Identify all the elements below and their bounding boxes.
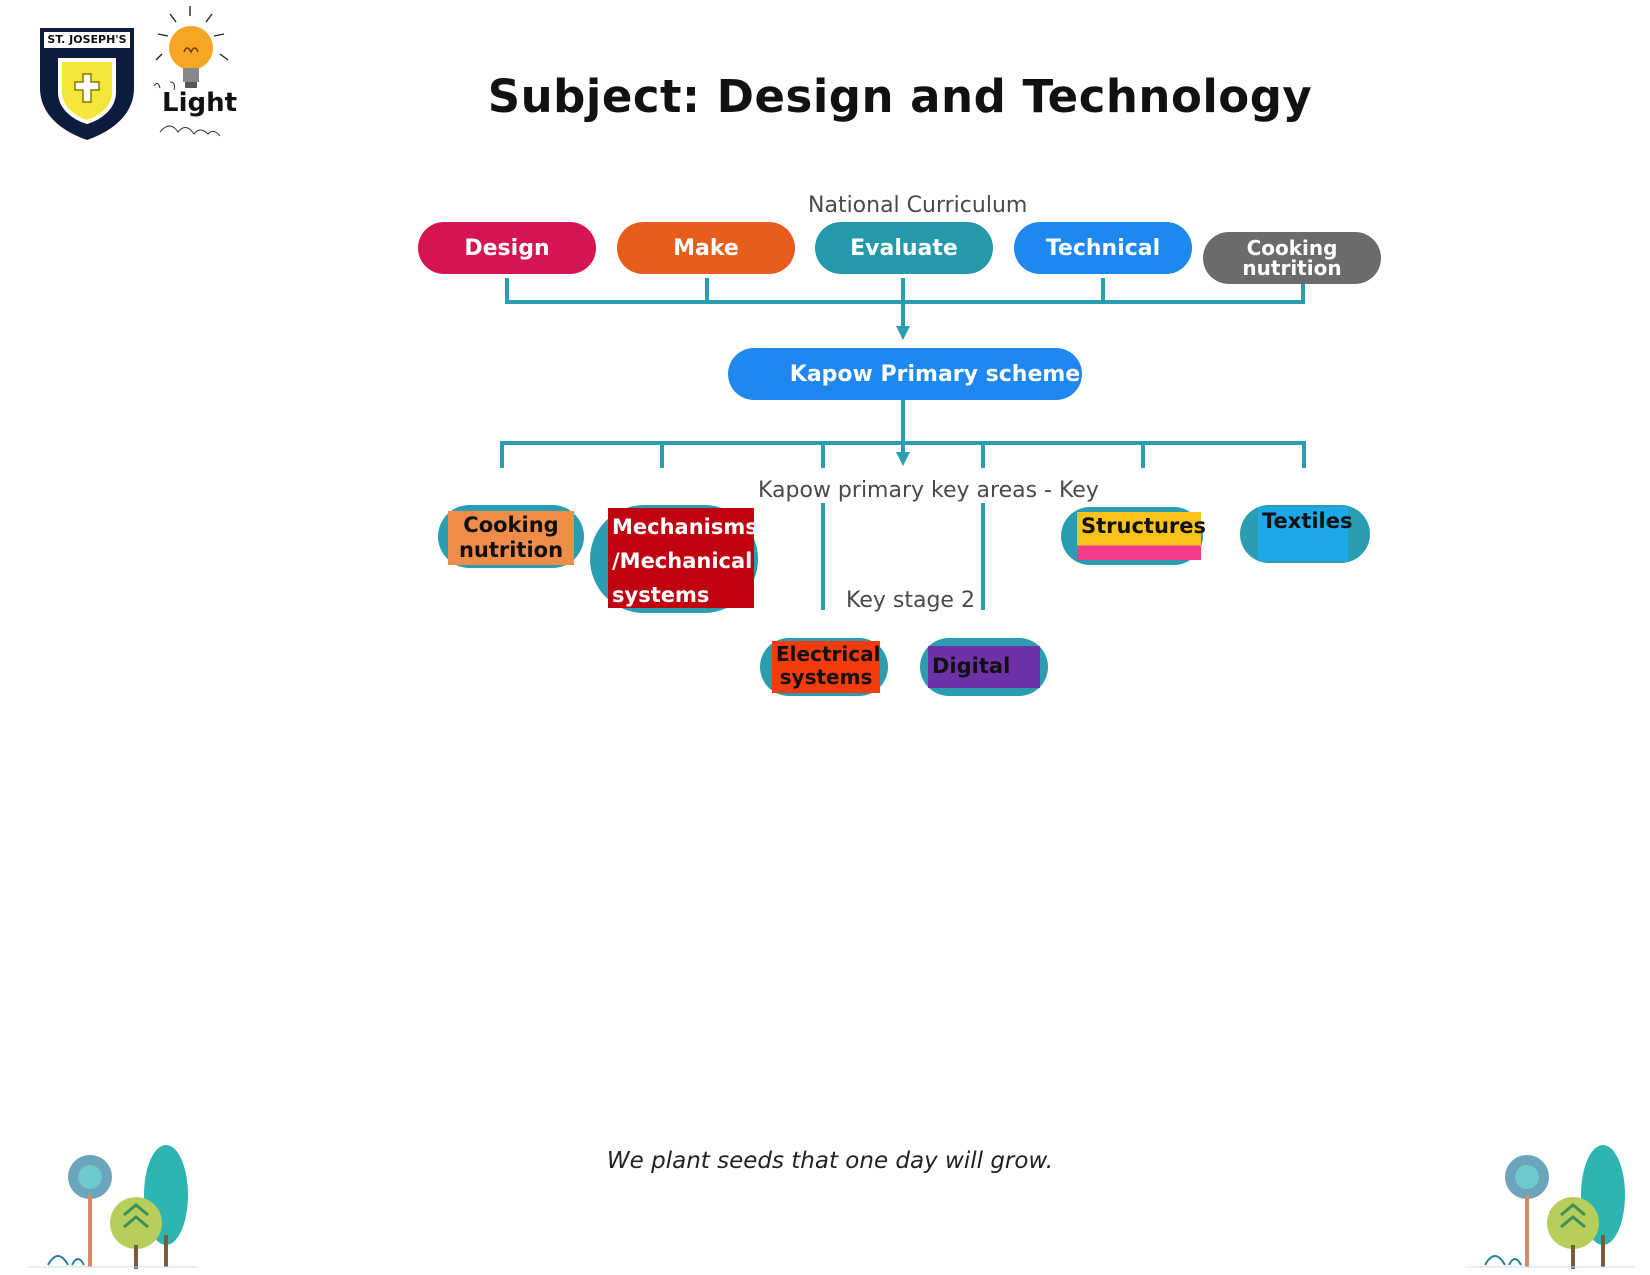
node-technical: Technical — [1014, 222, 1192, 274]
leaf-digital: Digital — [920, 638, 1048, 696]
node-evaluate-label: Evaluate — [850, 235, 958, 261]
leaf-structures: Structures — [1061, 507, 1206, 565]
node-cooking-nutrition-top-label: Cooking nutrition — [1242, 236, 1342, 280]
key-stage-label: Key stage 2 — [846, 588, 975, 613]
node-design-label: Design — [464, 235, 550, 261]
let-your-light-shine-logo: Light — [150, 4, 245, 146]
node-technical-label: Technical — [1045, 235, 1161, 261]
node-evaluate: Evaluate — [815, 222, 993, 274]
node-make-label: Make — [673, 235, 739, 261]
leaf-electrical-systems: Electrical systems — [760, 638, 888, 696]
leaf-textiles-label: Textiles — [1258, 507, 1353, 561]
node-kapow-primary-scheme-label: Kapow Primary scheme — [789, 361, 1081, 387]
node-design: Design — [418, 222, 596, 274]
leaf-mechanisms-label: Mechanisms /Mechanical systems — [608, 508, 758, 608]
leaf-textiles: Textiles — [1240, 505, 1370, 563]
leaf-electrical-systems-label: Electrical systems — [772, 641, 880, 693]
leaf-mechanisms: Mechanisms /Mechanical systems — [590, 505, 758, 613]
national-curriculum-label: National Curriculum — [808, 193, 1028, 218]
node-cooking-nutrition-top: Cooking nutrition — [1203, 232, 1381, 284]
leaf-digital-label: Digital — [928, 646, 1040, 688]
leaf-structures-label: Structures — [1077, 512, 1206, 560]
leaf-cooking-nutrition-label: Cooking nutrition — [448, 511, 574, 565]
crest-label: ST. JOSEPH'S — [47, 33, 127, 46]
leaf-cooking-nutrition: Cooking nutrition — [438, 505, 584, 568]
footer-tagline: We plant seeds that one day will grow. — [606, 1148, 1054, 1174]
node-kapow-primary-scheme: Kapow Primary scheme — [728, 348, 1082, 400]
school-crest-logo: ST. JOSEPH'S — [38, 26, 136, 142]
light-word: Light — [162, 88, 238, 118]
page-title: Subject: Design and Technology — [487, 70, 1313, 123]
trees-illustration-left — [28, 1135, 198, 1270]
node-make: Make — [617, 222, 795, 274]
key-areas-label: Kapow primary key areas - Key — [758, 478, 1099, 503]
trees-illustration-right — [1465, 1135, 1635, 1270]
